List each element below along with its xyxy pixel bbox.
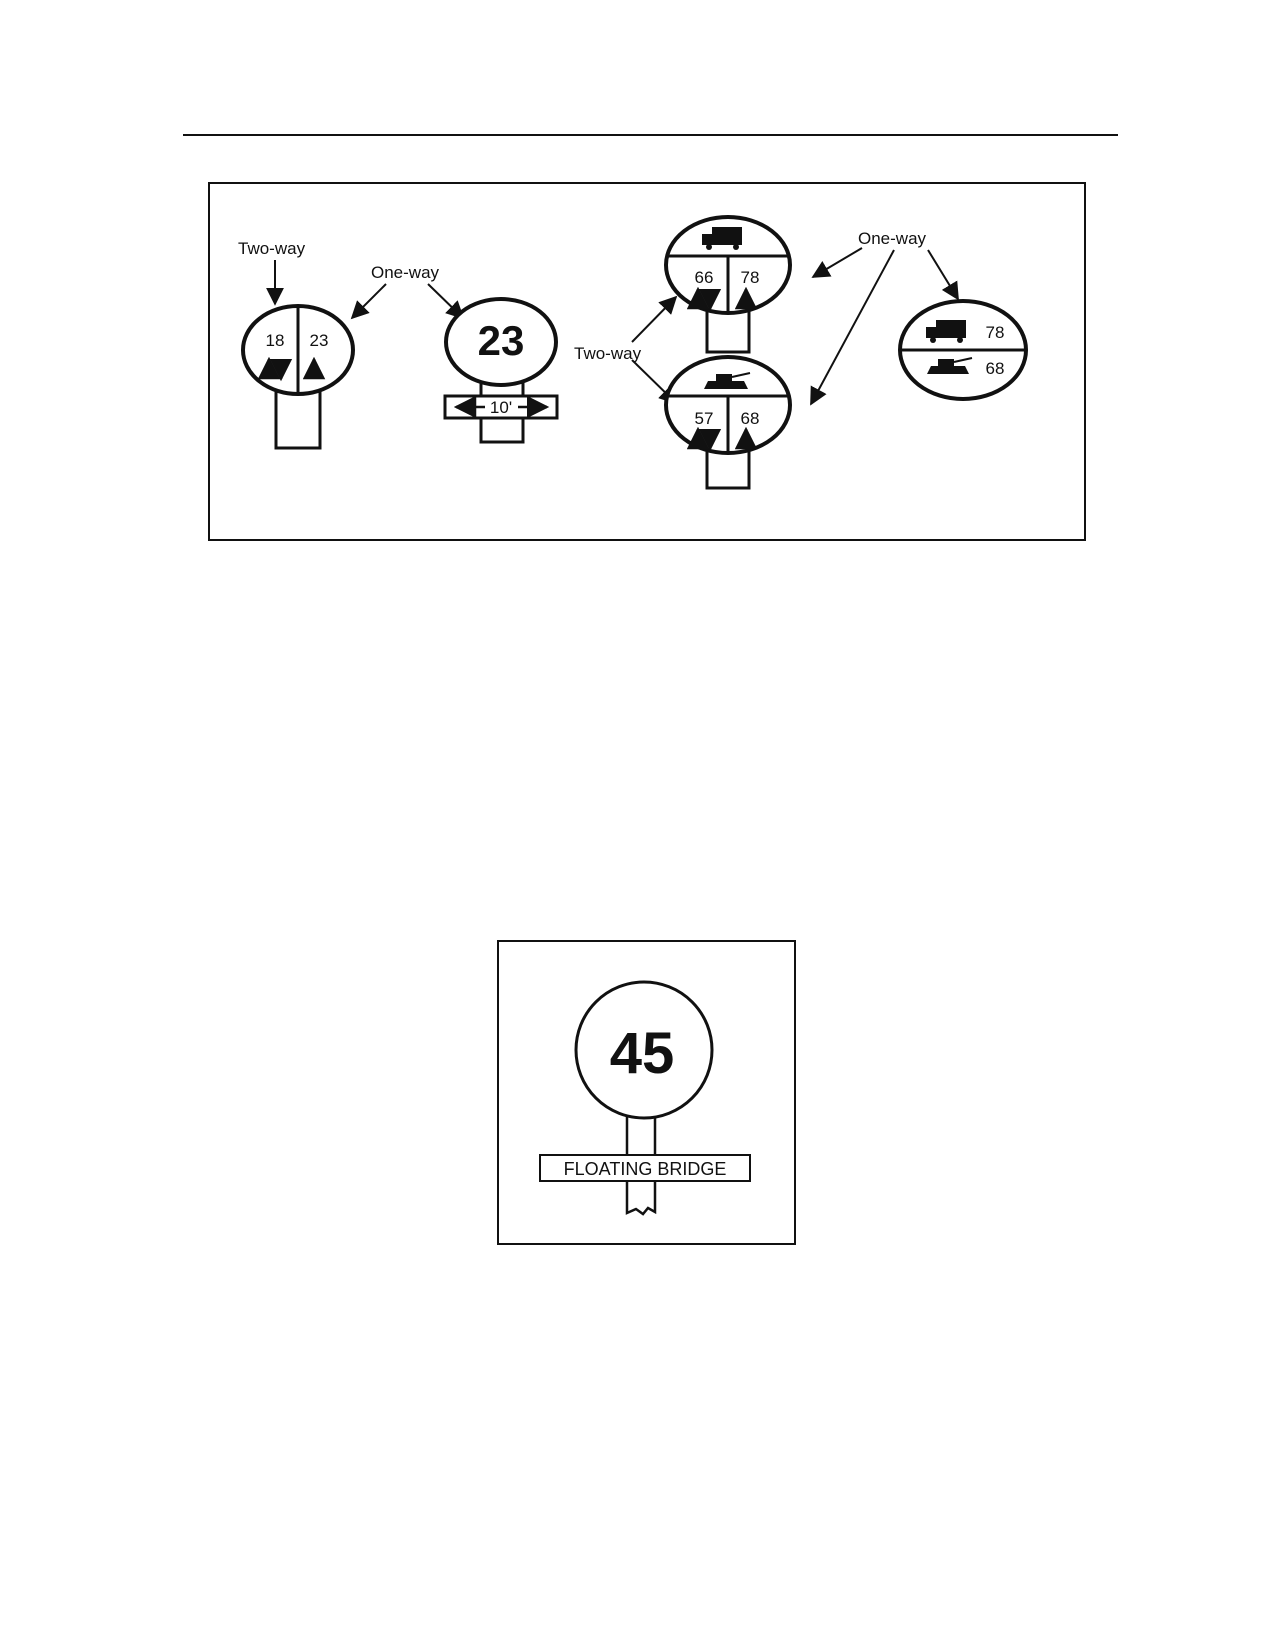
one-way-value: 68 (741, 409, 760, 428)
label-one-way-left: One-way (371, 263, 440, 282)
two-way-arrows-icon (686, 426, 722, 452)
one-way-value: 78 (741, 268, 760, 287)
sign-value: 45 (610, 1021, 675, 1086)
tank-class-value: 68 (986, 359, 1005, 378)
two-way-arrows-icon (686, 286, 722, 312)
one-way-value: 23 (310, 331, 329, 350)
tank-icon (927, 357, 973, 374)
sign-split: 18 23 (241, 304, 355, 450)
floating-bridge-sign-figure: 45 FLOATING BRIDGE (497, 940, 796, 1245)
sign-post (274, 388, 322, 450)
tank-icon (704, 372, 751, 389)
label-two-way-middle: Two-way (574, 344, 642, 363)
truck-icon (926, 320, 966, 343)
truck-icon (702, 227, 742, 250)
two-way-arrows-icon (257, 356, 293, 382)
sign-disc (444, 297, 558, 387)
sign-vehicle-class: 78 68 (898, 299, 1028, 401)
sign-value: 23 (478, 317, 525, 364)
figure-frame (208, 182, 1086, 541)
sign-tank-disc: 57 68 (664, 355, 792, 455)
plate (539, 1154, 751, 1182)
truck-class-value: 78 (986, 323, 1005, 342)
bridge-classification-signs-figure: Two-way One-way Two-way One-way 18 23 23 (208, 182, 1086, 541)
two-way-value: 57 (695, 409, 714, 428)
width-label: 10' (490, 398, 512, 417)
plate-label: FLOATING BRIDGE (564, 1159, 727, 1179)
sign-stacked-pair: 66 78 57 68 (664, 215, 792, 490)
header-rule (183, 134, 1118, 136)
label-two-way-left: Two-way (238, 239, 306, 258)
sign-truck-disc: 66 78 (664, 215, 792, 315)
sign-disc (574, 980, 714, 1120)
two-way-value: 66 (695, 268, 714, 287)
sign-width-restriction: 23 10' (443, 297, 559, 444)
two-way-value: 18 (266, 331, 285, 350)
figure-frame (497, 940, 796, 1245)
label-one-way-right: One-way (858, 229, 927, 248)
